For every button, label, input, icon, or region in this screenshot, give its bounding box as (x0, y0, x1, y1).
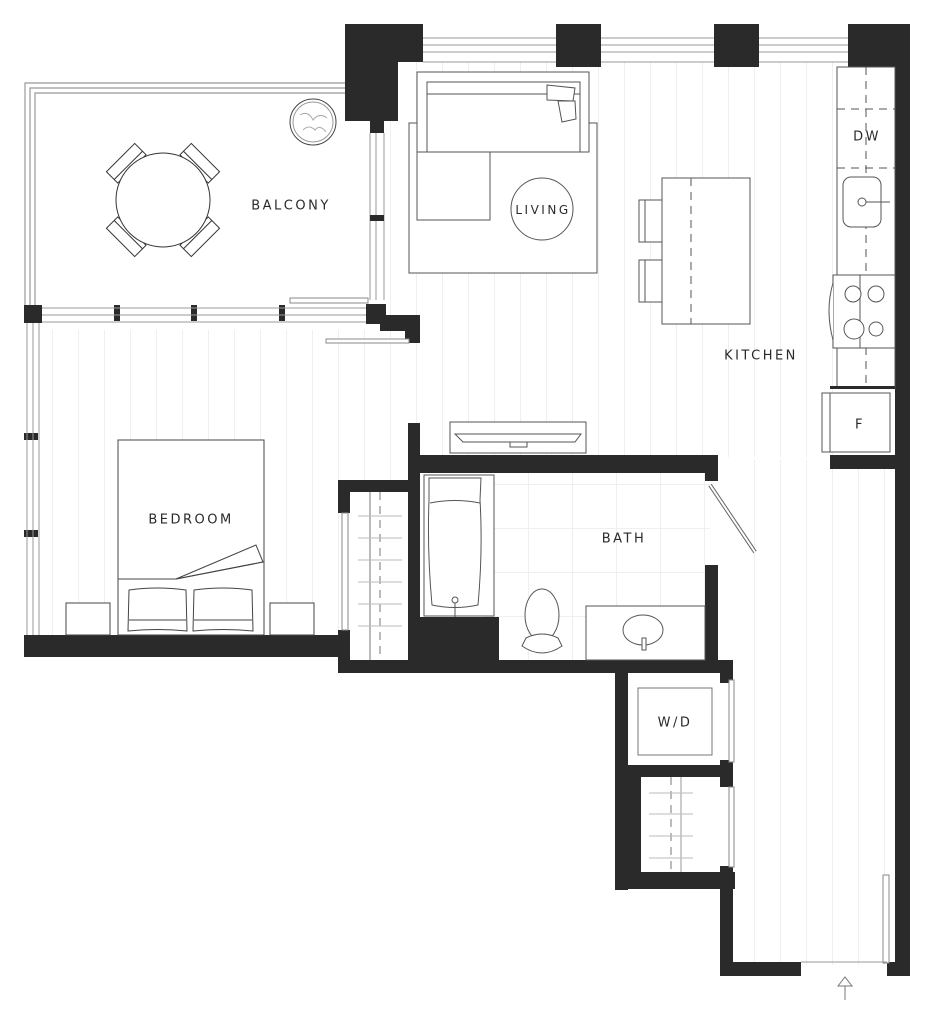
room-label-living: LIVING (515, 203, 571, 217)
appliance-label-dishwasher: DW (853, 129, 881, 145)
tv-console (449, 421, 587, 454)
living-furniture (408, 71, 598, 274)
walls (24, 24, 910, 976)
appliance-label-fridge: F (855, 417, 865, 433)
laundry (637, 687, 713, 756)
room-label-balcony: BALCONY (251, 198, 331, 214)
windows (26, 37, 848, 635)
balcony-dining-set (105, 142, 221, 258)
bedroom-closet (358, 492, 402, 660)
balcony-railing (24, 82, 347, 305)
room-label-kitchen: KITCHEN (724, 348, 798, 364)
room-label-bath: BATH (601, 531, 647, 547)
entry-arrow-icon (836, 976, 854, 1000)
kitchen-counter (821, 66, 896, 453)
bedroom-furniture (65, 439, 315, 636)
plant-pot-icon (289, 98, 337, 146)
sliding-doors (289, 297, 890, 964)
bath-fixtures (423, 474, 706, 661)
appliance-label-washer-dryer: W/D (657, 715, 693, 731)
kitchen-island (638, 177, 751, 325)
room-label-bedroom: BEDROOM (148, 512, 234, 528)
hall-closet (649, 777, 693, 872)
